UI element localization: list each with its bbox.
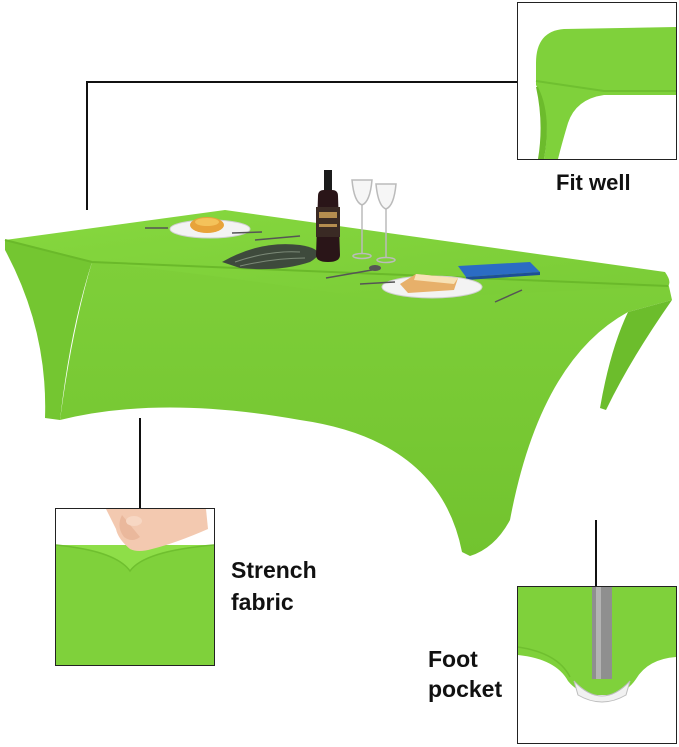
- tablecloth-front-skirt: [60, 262, 672, 556]
- stretch-fabric-label-line2: fabric: [231, 589, 294, 615]
- stretch-fabric-inset: [55, 508, 215, 666]
- tablecloth-right-end: [600, 300, 672, 410]
- wine-glasses: [351, 179, 397, 264]
- tablecloth: [4, 210, 672, 556]
- fit-well-label: Fit well: [556, 170, 631, 195]
- foot-pocket-image: [518, 587, 676, 743]
- fit-well-inset: [517, 2, 677, 160]
- fit-well-leader-line: [86, 81, 518, 210]
- tablecloth-left-end: [5, 240, 92, 420]
- table-leg: [592, 587, 612, 679]
- foot-pocket-label-line2: pocket: [428, 676, 503, 702]
- wine-bottle: [316, 170, 340, 262]
- napkin: [222, 244, 318, 270]
- foot-pocket-inset: [517, 586, 677, 744]
- book: [458, 262, 540, 280]
- foot-pocket-label-line1: Foot: [428, 646, 478, 672]
- foot-cap: [573, 680, 631, 703]
- stretch-fabric-label-line1: Strench: [231, 557, 317, 583]
- plate-left: [169, 217, 251, 239]
- table-corner-image: [518, 3, 676, 159]
- stretch-fabric-image: [56, 509, 214, 665]
- plate-right: [381, 274, 483, 299]
